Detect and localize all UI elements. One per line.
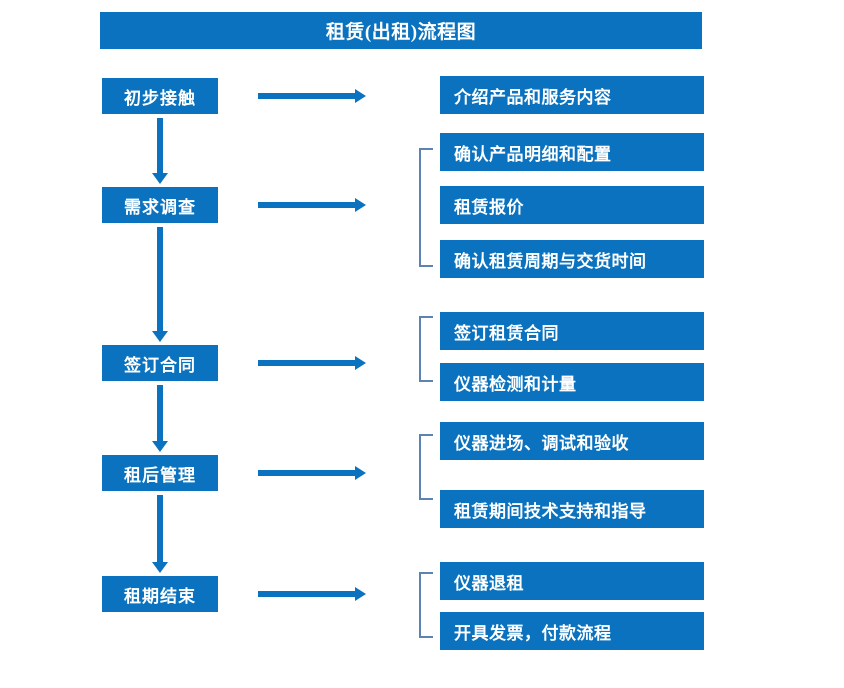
right-arrow-3 xyxy=(258,356,366,370)
stage-box-5[interactable]: 租期结束 xyxy=(102,576,218,612)
stage-box-3[interactable]: 签订合同 xyxy=(102,345,218,381)
stage-box-4[interactable]: 租后管理 xyxy=(102,455,218,491)
down-arrow-4-to-5 xyxy=(152,495,168,573)
detail-box-5[interactable]: 签订租赁合同 xyxy=(440,312,704,350)
detail-box-9[interactable]: 仪器退租 xyxy=(440,562,704,600)
detail-box-2[interactable]: 确认产品明细和配置 xyxy=(440,133,704,171)
detail-box-8[interactable]: 租赁期间技术支持和指导 xyxy=(440,490,704,528)
stage-box-1[interactable]: 初步接触 xyxy=(102,78,218,114)
down-arrow-3-to-4 xyxy=(152,385,168,452)
detail-box-3[interactable]: 租赁报价 xyxy=(440,186,704,224)
detail-box-4[interactable]: 确认租赁周期与交货时间 xyxy=(440,240,704,278)
detail-box-6[interactable]: 仪器检测和计量 xyxy=(440,363,704,401)
group-bracket-management xyxy=(419,434,433,500)
stage-box-2[interactable]: 需求调查 xyxy=(102,187,218,223)
detail-box-10[interactable]: 开具发票，付款流程 xyxy=(440,612,704,650)
right-arrow-4 xyxy=(258,466,366,480)
right-arrow-5 xyxy=(258,587,366,601)
group-bracket-requirements xyxy=(419,148,433,267)
right-arrow-1 xyxy=(258,89,366,103)
group-bracket-contract xyxy=(419,316,433,382)
right-arrow-2 xyxy=(258,198,366,212)
group-bracket-termination xyxy=(419,572,433,638)
down-arrow-2-to-3 xyxy=(152,227,168,342)
down-arrow-1-to-2 xyxy=(152,118,168,184)
detail-box-7[interactable]: 仪器进场、调试和验收 xyxy=(440,422,704,460)
diagram-title: 租赁(出租)流程图 xyxy=(100,12,702,49)
detail-box-1[interactable]: 介绍产品和服务内容 xyxy=(440,76,704,114)
